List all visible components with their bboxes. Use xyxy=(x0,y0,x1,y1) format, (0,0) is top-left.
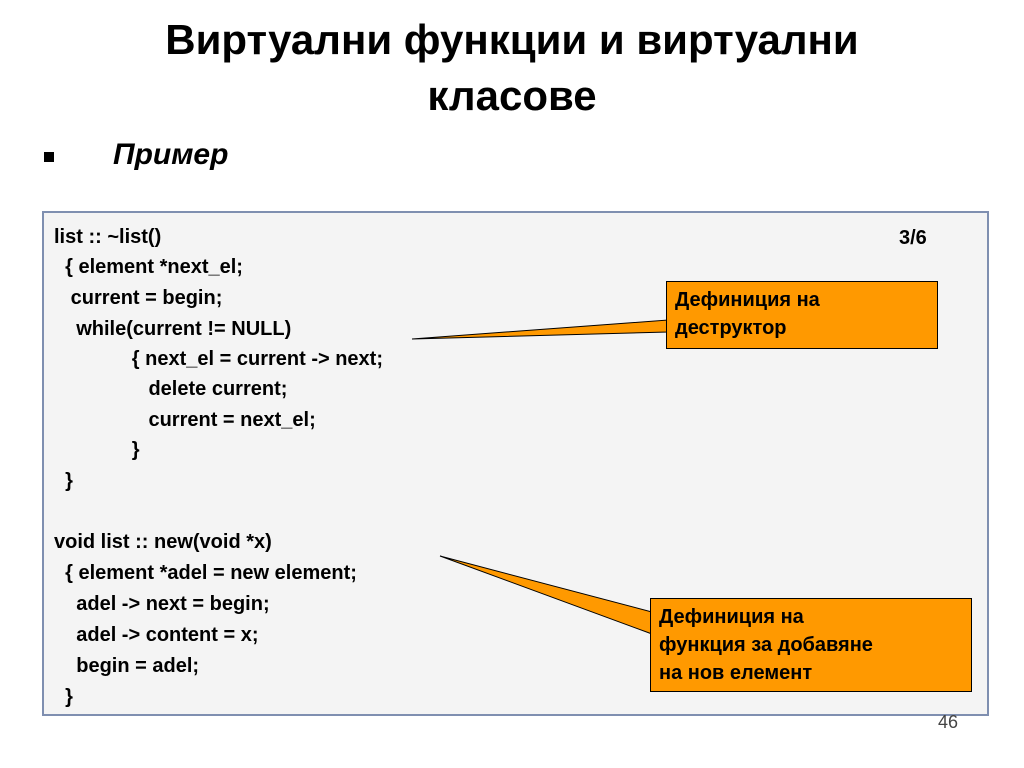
code-line: void list :: new(void *x) xyxy=(54,531,272,553)
callout-line: деструктор xyxy=(675,317,787,339)
destructor-callout: Дефиниция на деструктор xyxy=(666,281,938,349)
code-line: } xyxy=(54,686,73,708)
slide-title: Виртуални функции и виртуални класове xyxy=(0,12,1024,124)
code-line: { element *next_el; xyxy=(54,256,243,278)
code-line: { next_el = current -> next; xyxy=(54,348,383,370)
callout-line: Дефиниция на xyxy=(659,606,804,628)
callout-line: функция за добавяне xyxy=(659,634,873,656)
callout-line: Дефиниция на xyxy=(675,289,820,311)
slide-title-line-2: класове xyxy=(427,72,597,119)
code-line: while(current != NULL) xyxy=(54,318,292,340)
add-function-callout: Дефиниция на функция за добавяне на нов … xyxy=(650,598,972,692)
code-line: } xyxy=(54,439,140,461)
code-page-indicator: 3/6 xyxy=(899,227,927,249)
slide-title-line-1: Виртуални функции и виртуални xyxy=(165,16,859,63)
code-line: current = next_el; xyxy=(54,409,316,431)
code-line: list :: ~list() xyxy=(54,226,162,248)
destructor-callout-pointer xyxy=(411,319,669,340)
code-line: } xyxy=(54,470,73,492)
subtitle: Пример xyxy=(113,138,229,171)
code-line: current = begin; xyxy=(54,287,223,309)
code-line: begin = adel; xyxy=(54,655,200,677)
add-function-callout-pointer xyxy=(439,555,653,635)
bullet-square-icon xyxy=(44,152,54,162)
code-line: adel -> content = x; xyxy=(54,624,259,646)
slide-number: 46 xyxy=(938,712,959,732)
code-line: delete current; xyxy=(54,378,288,400)
code-line: { element *adel = new element; xyxy=(54,562,357,584)
code-line: adel -> next = begin; xyxy=(54,593,270,615)
callout-line: на нов елемент xyxy=(659,662,813,684)
